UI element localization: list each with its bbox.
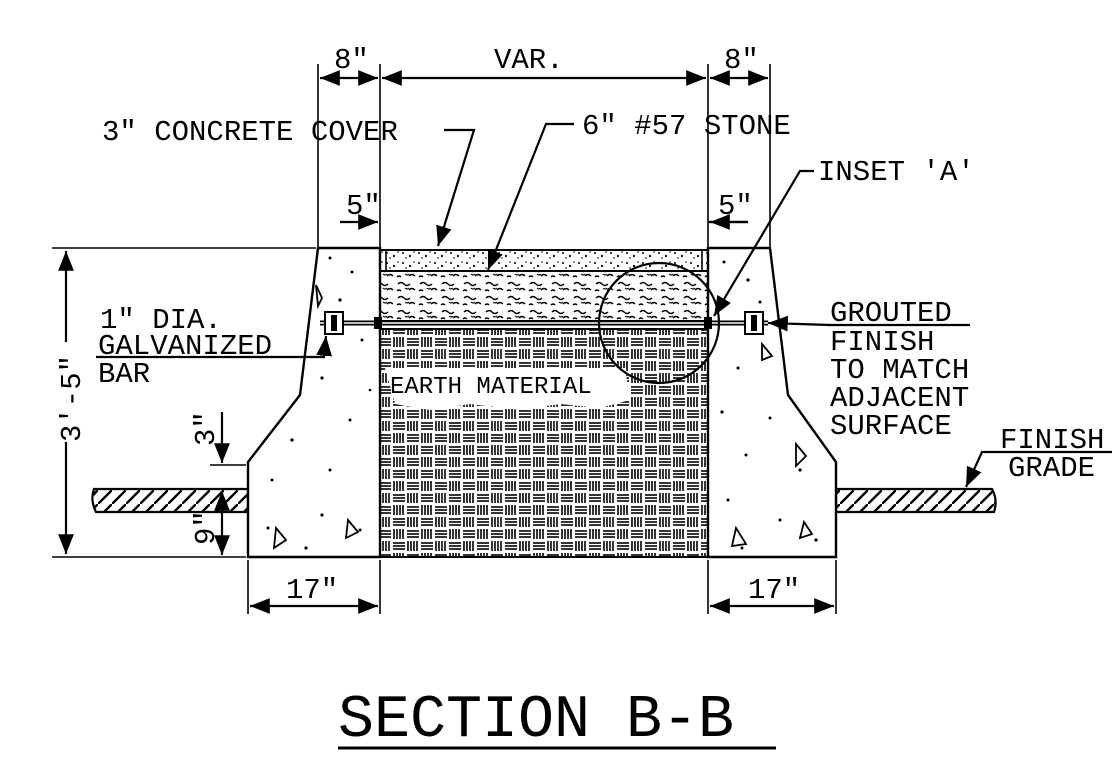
concrete-stones	[272, 284, 814, 550]
ground-right	[834, 487, 997, 514]
concrete-cover-callout: 3″ CONCRETE COVER	[102, 116, 398, 149]
bar-callout-line1: 1″ DIA.	[100, 304, 222, 337]
earth-material-label: EARTH MATERIAL	[390, 374, 592, 401]
bar-end-right	[744, 311, 764, 335]
section-title: SECTION B-B	[338, 687, 734, 755]
earth-material-fill	[379, 328, 709, 558]
grout-callout-line1: GROUTED	[830, 297, 952, 330]
dim-step-label: 3″	[190, 411, 223, 446]
dim-base-left-label: 17″	[286, 574, 338, 607]
leaders	[96, 122, 1112, 488]
dim-inner-right-label: 5″	[718, 190, 753, 223]
left-curb-wall	[246, 246, 382, 559]
concrete-aggregate	[266, 256, 818, 550]
grout-callout-line2: FINISH	[830, 326, 934, 359]
dim-embed-label: 9″	[190, 510, 223, 545]
grout-callout-line3: TO MATCH	[830, 354, 969, 387]
earth-label-clearing	[385, 368, 630, 410]
grout-callout-line5: SURFACE	[830, 410, 952, 443]
ground-left	[91, 487, 250, 514]
inset-callout: INSET ′A′	[818, 156, 975, 189]
bar-callout-line3: BAR	[98, 358, 150, 391]
bar-nut-right	[704, 317, 712, 329]
dim-step	[210, 412, 246, 555]
dim-top-right-label: 8″	[724, 44, 759, 77]
dim-top	[317, 64, 771, 248]
dim-top-left-label: 8″	[334, 44, 369, 77]
grout-callout-line4: ADJACENT	[830, 382, 969, 415]
dim-base-right-label: 17″	[748, 574, 800, 607]
dim-height-label: 3′-5″	[56, 355, 89, 442]
bar-nut-left	[374, 317, 382, 329]
bar-end-left	[324, 311, 344, 335]
inset-a-circle	[597, 261, 721, 385]
concrete-cover	[379, 249, 709, 272]
finish-grade-line2: GRADE	[1008, 452, 1095, 485]
dim-bottom	[247, 560, 837, 614]
dim-height	[52, 247, 316, 558]
stone-callout: 6″ #57 STONE	[582, 110, 791, 143]
bar-callout-line2: GALVANIZED	[98, 330, 272, 363]
dim-inner-left-label: 5″	[346, 190, 381, 223]
finish-grade-line1: FINISH	[1000, 424, 1104, 457]
stone-layer	[379, 270, 709, 322]
dim-top-middle-label: VAR.	[494, 44, 564, 77]
